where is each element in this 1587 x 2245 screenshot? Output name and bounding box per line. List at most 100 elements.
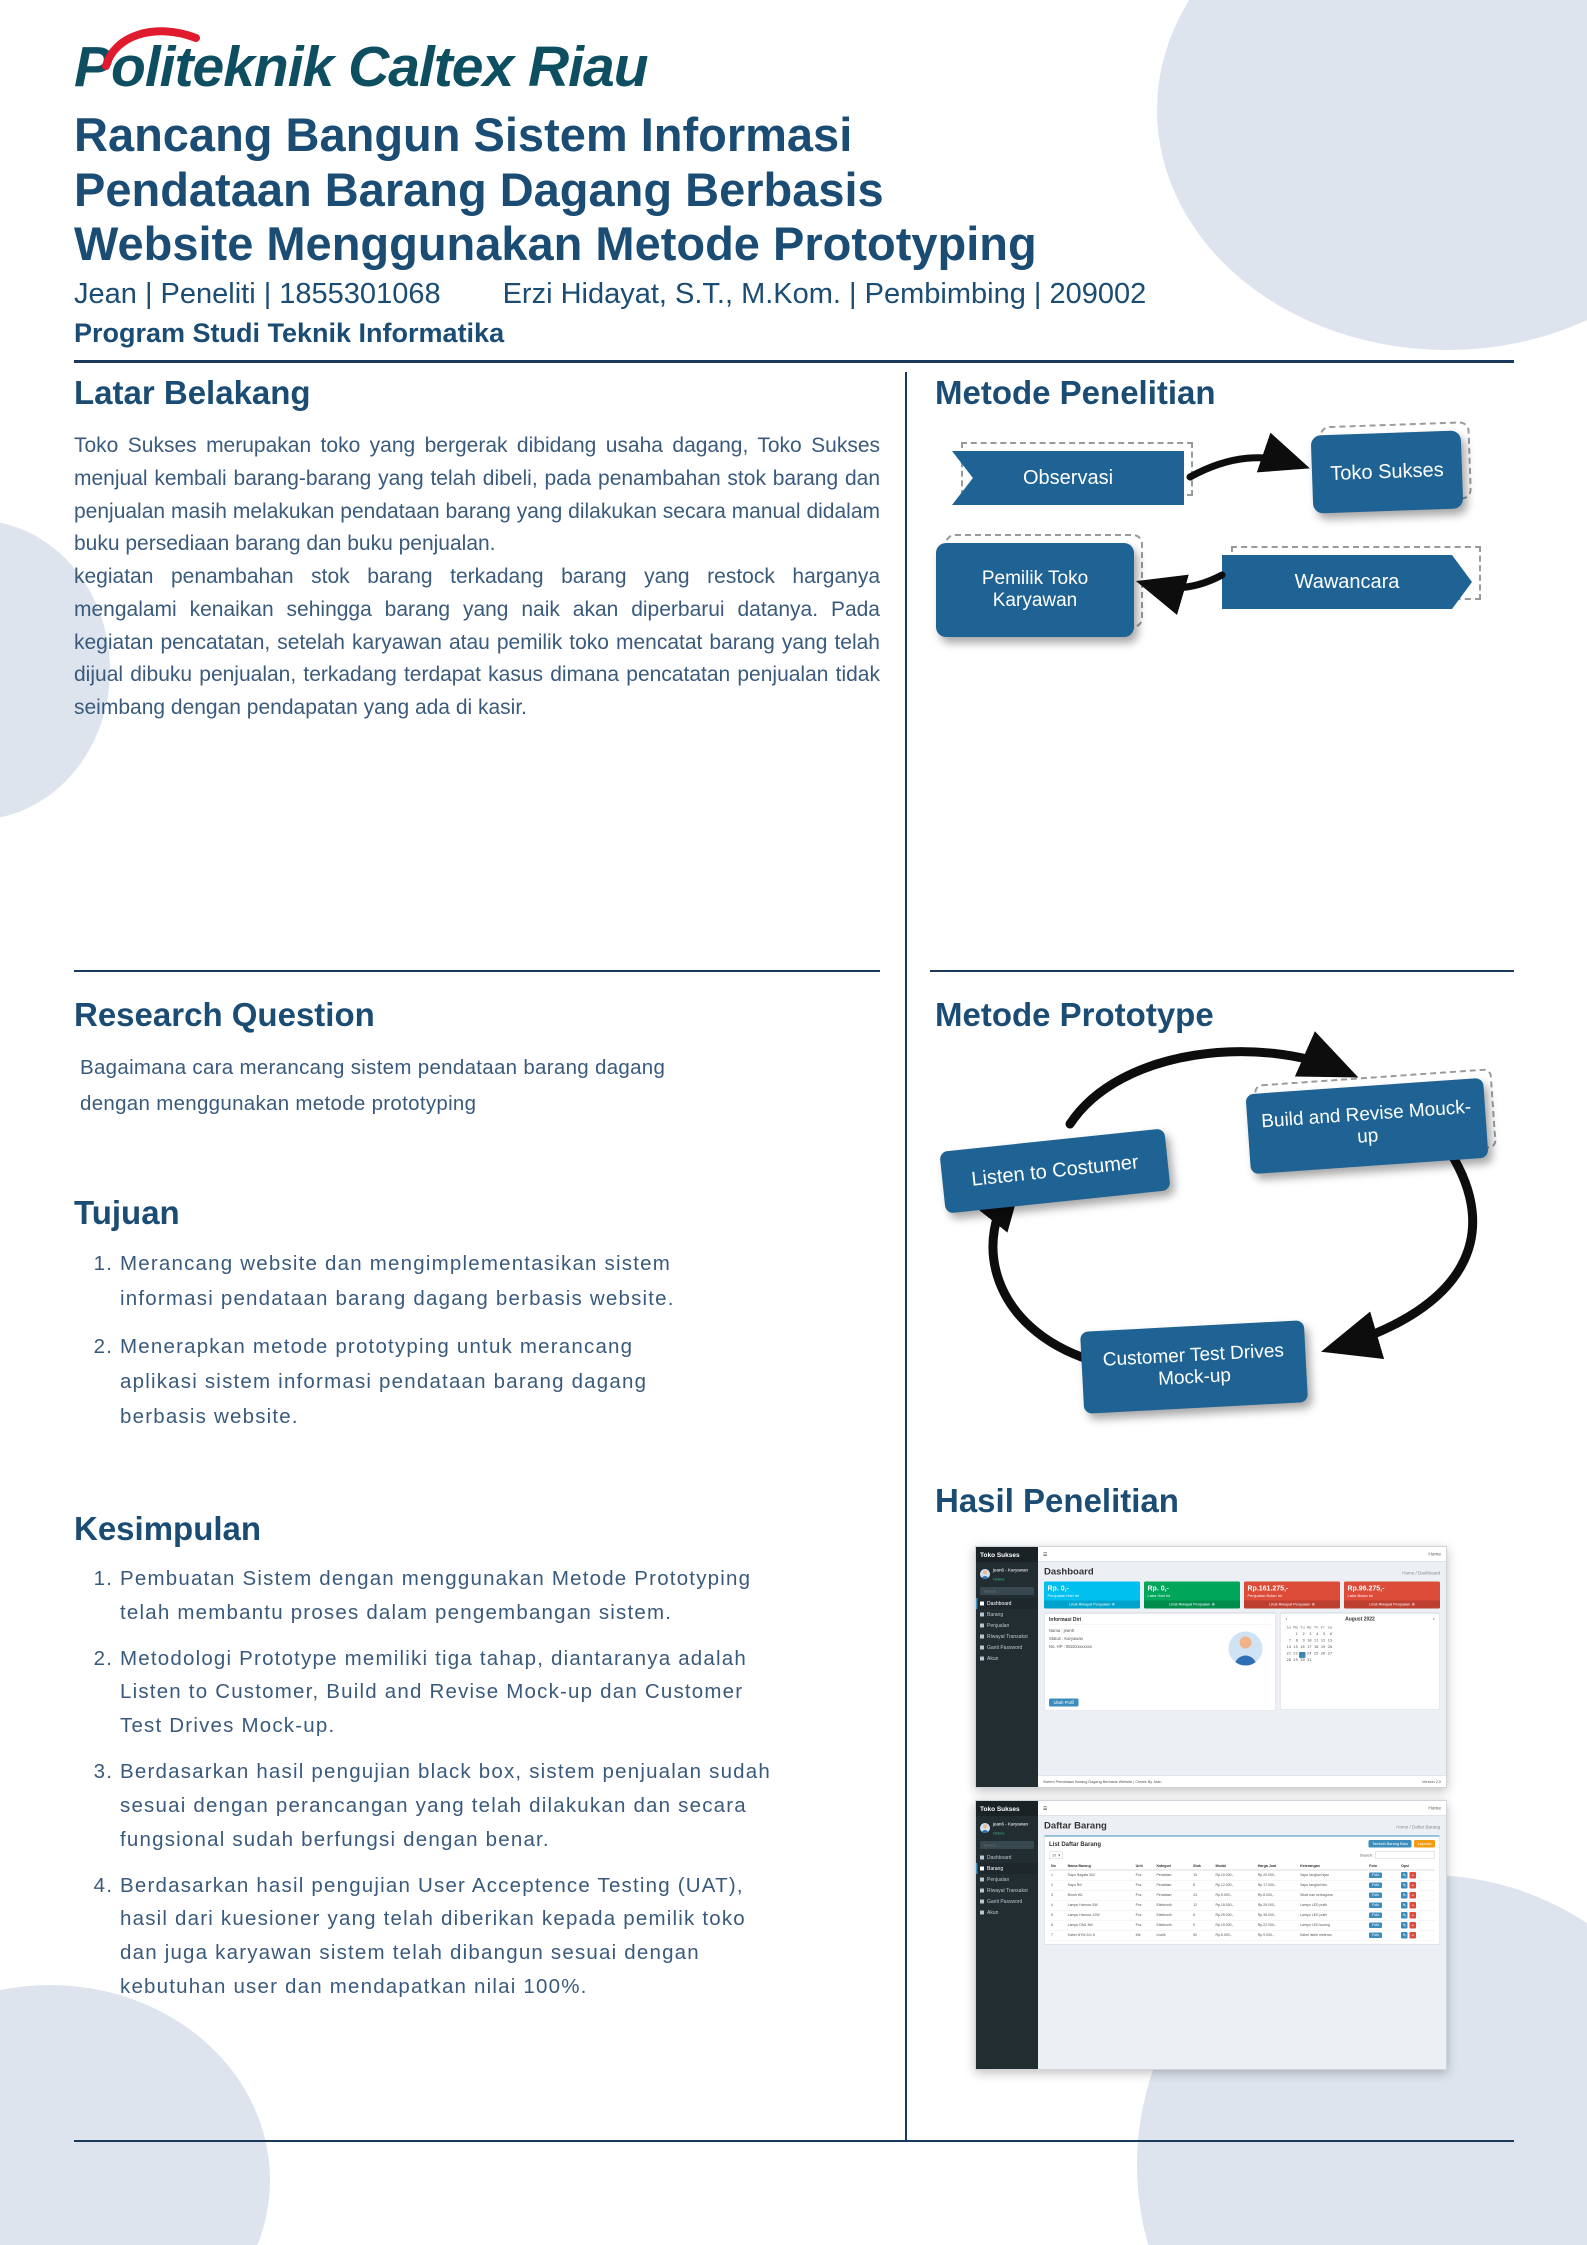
- sidebar-item-password[interactable]: Ganti Password: [976, 1642, 1038, 1653]
- calendar-week: 28 29 30 31: [1286, 1657, 1312, 1662]
- latar-belakang-text: Toko Sukses merupakan toko yang bergerak…: [74, 430, 880, 725]
- foto-button[interactable]: Foto: [1369, 1882, 1382, 1888]
- stat-card-laba-bulan: Rp.96.275,-Laba Bulan Ini Lihat Riwayat …: [1344, 1581, 1440, 1609]
- arrow-observasi-to-toko: [1186, 432, 1310, 481]
- card-footer-link[interactable]: Lihat Riwayat Penjualan⊕: [1144, 1600, 1240, 1609]
- add-barang-button[interactable]: Tambah Barang Baru: [1368, 1840, 1412, 1848]
- plus-circle-icon: ⊕: [1111, 1602, 1115, 1607]
- column-divider: [905, 372, 907, 2140]
- foto-button[interactable]: Foto: [1369, 1922, 1382, 1928]
- tujuan-item: Merancang website dan mengimplementasika…: [120, 1246, 680, 1317]
- left-mid-divider: [74, 970, 880, 972]
- key-icon: [980, 1645, 984, 1650]
- user-name: jean6 - Karyawan: [993, 1821, 1029, 1827]
- foto-button[interactable]: Foto: [1369, 1912, 1382, 1918]
- delete-button[interactable]: ×: [1409, 1882, 1416, 1889]
- navbar-home-link[interactable]: Home: [1428, 1805, 1441, 1811]
- edit-button[interactable]: ✎: [1400, 1872, 1408, 1879]
- node-build-label: Build and Revise Mouck-up: [1260, 1096, 1472, 1148]
- edit-button[interactable]: ✎: [1400, 1932, 1408, 1939]
- calendar-next-icon[interactable]: ›: [1432, 1616, 1435, 1622]
- edit-button[interactable]: ✎: [1400, 1922, 1408, 1929]
- sidebar-item-penjualan[interactable]: Penjualan: [976, 1874, 1038, 1885]
- sidebar-item-riwayat[interactable]: Riwayat Transaksi: [976, 1885, 1038, 1896]
- screenshot-daftar-barang: Toko Sukses jean6 - Karyawan Online Dash…: [975, 1800, 1447, 2070]
- table-search-label: Search:: [1359, 1852, 1373, 1858]
- delete-button[interactable]: ×: [1409, 1932, 1416, 1939]
- navbar-home-link[interactable]: Home: [1428, 1551, 1441, 1557]
- foto-button[interactable]: Foto: [1369, 1872, 1382, 1878]
- sidebar-item-password[interactable]: Ganti Password: [976, 1896, 1038, 1907]
- delete-button[interactable]: ×: [1409, 1872, 1416, 1879]
- logo-text: Politeknik Caltex Riau: [74, 35, 649, 99]
- foto-button[interactable]: Foto: [1369, 1932, 1382, 1938]
- profile-line: No. HP : 0822xxxxxxxx: [1049, 1643, 1092, 1649]
- box-icon: [980, 1612, 984, 1617]
- edit-button[interactable]: ✎: [1400, 1882, 1408, 1889]
- edit-button[interactable]: ✎: [1400, 1902, 1408, 1909]
- page-title: Daftar Barang: [1044, 1820, 1107, 1832]
- sidebar-item-dashboard[interactable]: Dashboard: [976, 1852, 1038, 1863]
- metode-penelitian-diagram: Observasi Toko Sukses Pemilik Toko Karya…: [930, 421, 1514, 697]
- daftar-barang-content: Daftar Barang Home / Daftar Barang List …: [1038, 1816, 1446, 2070]
- sidebar-item-akun[interactable]: Akun: [976, 1653, 1038, 1664]
- delete-button[interactable]: ×: [1409, 1892, 1416, 1899]
- card-footer-link[interactable]: Lihat Riwayat Penjualan⊕: [1044, 1600, 1140, 1609]
- node-pemilik-toko: Pemilik Toko Karyawan: [936, 534, 1143, 637]
- right-mid-divider: [930, 970, 1514, 972]
- calendar-title: August 2022: [1345, 1616, 1375, 1622]
- sidebar-item-barang[interactable]: Barang: [976, 1609, 1038, 1620]
- sidebar-item-penjualan[interactable]: Penjualan: [976, 1620, 1038, 1631]
- edit-profile-button[interactable]: Ubah Profil: [1049, 1698, 1079, 1707]
- profile-box-title: Informasi Diri: [1049, 1617, 1271, 1625]
- edit-button[interactable]: ✎: [1400, 1892, 1408, 1899]
- foto-button[interactable]: Foto: [1369, 1892, 1382, 1898]
- box-icon: [980, 1866, 984, 1871]
- sidebar-item-riwayat[interactable]: Riwayat Transaksi: [976, 1631, 1038, 1642]
- app-footer: Sistem Pendataan Barang Dagang Berbasis …: [1038, 1775, 1446, 1787]
- node-listen-label: Listen to Costumer: [970, 1150, 1140, 1191]
- arrow-build-to-customer: [1321, 1147, 1478, 1360]
- sidebar-search[interactable]: [980, 1841, 1034, 1849]
- key-icon: [980, 1899, 984, 1904]
- app-brand[interactable]: Toko Sukses: [976, 1801, 1038, 1816]
- table-search-input[interactable]: [1375, 1851, 1435, 1859]
- calendar-week: 7 8 9 10 11 12 13: [1286, 1637, 1333, 1643]
- profile-line: Nama : jean6: [1049, 1627, 1074, 1633]
- table-header-row: No Nama Barang Unit Kategori Stok Modal …: [1049, 1862, 1435, 1871]
- sidebar-search-input[interactable]: [982, 1842, 1032, 1848]
- entries-select[interactable]: 10 ▾: [1049, 1851, 1064, 1859]
- sidebar-search-input[interactable]: [982, 1588, 1032, 1594]
- heading-hasil-penelitian: Hasil Penelitian: [935, 1482, 1179, 1519]
- hamburger-icon[interactable]: ≡: [1043, 1803, 1048, 1813]
- bottom-divider: [74, 2140, 1514, 2142]
- foto-button[interactable]: Foto: [1369, 1902, 1382, 1908]
- edit-button[interactable]: ✎: [1400, 1912, 1408, 1919]
- header-divider: [74, 360, 1514, 363]
- kesimpulan-item: Berdasarkan hasil pengujian User Accepte…: [120, 1869, 788, 2004]
- heading-kesimpulan: Kesimpulan: [74, 1510, 262, 1547]
- sidebar-item-dashboard[interactable]: Dashboard: [976, 1598, 1038, 1609]
- node-build-and-revise: Build and Revise Mouck-up: [1245, 1068, 1497, 1175]
- app-brand[interactable]: Toko Sukses: [976, 1547, 1038, 1562]
- calendar-prev-icon[interactable]: ‹: [1285, 1616, 1288, 1622]
- dashboard-icon: [980, 1855, 984, 1860]
- sidebar-search[interactable]: [980, 1587, 1034, 1595]
- heading-research-question: Research Question: [74, 996, 375, 1033]
- user-icon: [980, 1910, 984, 1915]
- card-footer-link[interactable]: Lihat Riwayat Penjualan⊕: [1244, 1600, 1340, 1609]
- delete-button[interactable]: ×: [1409, 1902, 1416, 1909]
- delete-button[interactable]: ×: [1409, 1912, 1416, 1919]
- latar-paragraph-1: Toko Sukses merupakan toko yang bergerak…: [74, 434, 880, 556]
- hamburger-icon[interactable]: ≡: [1043, 1549, 1048, 1559]
- arrow-wawancara-to-pemilik: [1135, 571, 1226, 615]
- delete-button[interactable]: ×: [1409, 1922, 1416, 1929]
- report-button[interactable]: Laporan: [1414, 1840, 1435, 1848]
- sidebar-item-akun[interactable]: Akun: [976, 1907, 1038, 1918]
- arrow-listen-to-build: [1065, 1031, 1359, 1129]
- profile-avatar: [1228, 1631, 1263, 1666]
- sidebar-item-barang[interactable]: Barang: [976, 1863, 1038, 1874]
- calendar-grid[interactable]: Su Mo Tu We Th Fr Sa 1 2 3 4 5 6 7 8 9 1…: [1283, 1624, 1436, 1663]
- card-footer-link[interactable]: Lihat Riwayat Penjualan⊕: [1344, 1600, 1440, 1609]
